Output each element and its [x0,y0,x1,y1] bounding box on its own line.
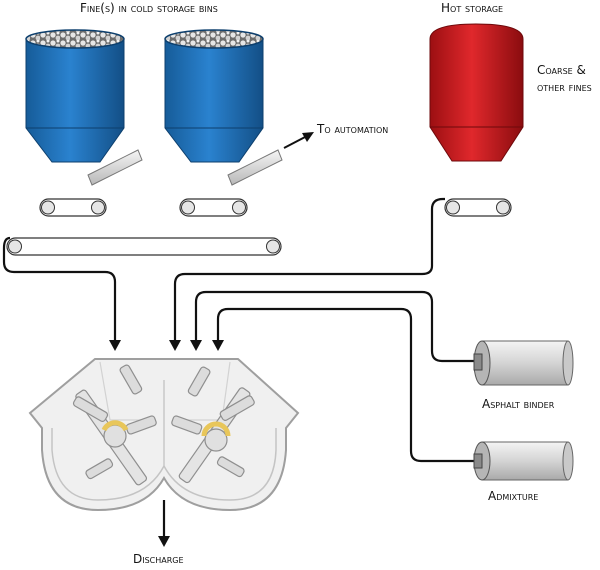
feed-arrow-4 [212,340,224,351]
cold-aggregate-feed-line [2,236,117,340]
collecting-conveyor [6,237,282,256]
conveyor-1 [39,198,107,217]
admixture-label: Admixture [488,489,539,503]
discharge-arrow [158,536,170,547]
chute-1 [87,149,143,186]
asphalt-binder-line [194,290,474,363]
feed-arrow-1 [109,340,121,351]
chute-2 [227,149,283,186]
asphalt-binder-label: Asphalt binder [482,397,555,411]
conveyor-2 [179,198,248,217]
hot-storage-bin [429,23,524,162]
cold-storage-bin-2 [164,29,264,163]
cold-storage-bin-1 [25,29,125,163]
coarse-label-line1: Coarse & [537,63,586,77]
hot-aggregate-feed-line [173,197,445,340]
to-automation-arrow [283,132,314,149]
asphalt-binder-tank [473,340,574,386]
feed-arrow-2 [169,340,181,351]
right-paddle-shaft [171,366,255,484]
left-paddle-shaft [72,364,157,486]
pugmill-mixer [28,358,300,512]
cold-storage-label: Fine(s) in cold storage bins [80,1,218,15]
admixture-tank [473,441,574,481]
admixture-line [216,307,474,463]
to-automation-label: To automation [317,122,389,136]
conveyor-3 [444,198,512,217]
coarse-label-line2: other fines [537,80,592,94]
feed-arrow-3 [190,340,202,351]
hot-storage-label: Hot storage [441,1,504,15]
discharge-label: Discharge [133,552,184,566]
